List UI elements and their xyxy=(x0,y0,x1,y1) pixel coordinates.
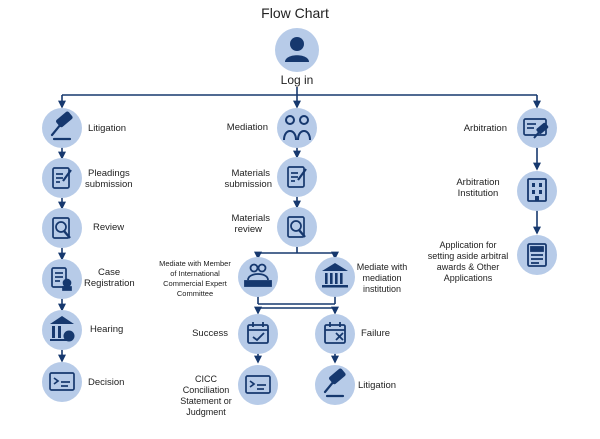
node-decision: Decision xyxy=(42,362,124,402)
node-label: Materials xyxy=(231,213,270,224)
courthouse-icon xyxy=(50,316,75,342)
user-icon xyxy=(285,37,309,62)
certificate-icon xyxy=(49,372,75,391)
gavel-icon xyxy=(50,111,73,141)
node-label: Conciliation xyxy=(183,385,230,395)
node-label: review xyxy=(235,224,263,235)
node-pleadings: Pleadings submission xyxy=(42,158,133,198)
node-label: Hearing xyxy=(90,324,123,335)
node-label: setting aside arbitral xyxy=(428,251,509,261)
node-label: Review xyxy=(93,222,124,233)
node-label: CICC xyxy=(195,374,217,384)
node-label: mediation xyxy=(362,273,401,283)
node-label: Success xyxy=(192,328,228,339)
node-mediation-litigation: Litigation xyxy=(315,365,396,405)
node-materials-submission: Materials submission xyxy=(224,157,317,197)
node-litigation: Litigation xyxy=(42,108,126,148)
registration-icon xyxy=(51,267,72,291)
node-arbitration: Arbitration xyxy=(464,108,557,148)
node-label: Committee xyxy=(177,289,213,298)
node-label: Mediate with xyxy=(357,262,408,272)
document-edit-icon xyxy=(52,167,72,189)
node-login: Log in xyxy=(275,28,319,87)
node-label: Registration xyxy=(84,278,135,289)
node-label: submission xyxy=(85,179,133,190)
handshake-people-icon xyxy=(283,115,311,141)
certificate-icon xyxy=(245,375,271,394)
node-mediation: Mediation xyxy=(227,108,317,148)
node-label: Failure xyxy=(361,328,390,339)
gavel-icon xyxy=(323,368,346,398)
node-label: Materials xyxy=(231,168,270,179)
node-expert-committee: Mediate with Member of International Com… xyxy=(159,257,278,298)
node-label: awards & Other xyxy=(437,262,500,272)
node-label: Litigation xyxy=(358,380,396,391)
node-review: Review xyxy=(42,208,124,248)
node-label: Log in xyxy=(281,73,314,87)
arbitration-icon xyxy=(523,118,549,139)
node-label: Statement or xyxy=(180,396,232,406)
node-label: Decision xyxy=(88,377,124,388)
calendar-check-icon xyxy=(247,322,269,344)
node-label: Litigation xyxy=(88,123,126,134)
node-label: submission xyxy=(224,179,272,190)
node-success: Success xyxy=(192,314,278,354)
node-materials-review: Materials review xyxy=(231,207,317,247)
committee-icon xyxy=(244,263,272,287)
node-arbitral-application: Application for setting aside arbitral a… xyxy=(428,235,557,283)
node-label: Institution xyxy=(458,188,499,199)
building-icon xyxy=(527,178,547,202)
calendar-cross-icon xyxy=(324,322,346,344)
node-cicc-conciliation: CICC Conciliation Statement or Judgment xyxy=(180,365,278,417)
node-arbitration-institution: Arbitration Institution xyxy=(456,171,557,211)
connectors xyxy=(58,87,541,364)
node-label: Case xyxy=(98,267,120,278)
form-icon xyxy=(527,243,547,267)
node-label: Applications xyxy=(444,273,493,283)
chart-title: Flow Chart xyxy=(261,5,329,21)
node-label: Arbitration xyxy=(464,123,507,134)
node-hearing: Hearing xyxy=(42,310,123,350)
node-label: Arbitration xyxy=(456,177,499,188)
node-label: of International xyxy=(170,269,220,278)
node-label: Judgment xyxy=(186,407,226,417)
node-label: institution xyxy=(363,284,401,294)
institution-icon xyxy=(322,263,348,288)
node-label: Commercial Expert xyxy=(163,279,228,288)
magnifier-icon xyxy=(52,217,71,239)
node-label: Mediate with Member xyxy=(159,259,231,268)
node-mediation-institution: Mediate with mediation institution xyxy=(315,257,407,297)
document-edit-icon xyxy=(287,166,307,188)
node-case-registration: Case Registration xyxy=(42,259,135,299)
node-label: Application for xyxy=(439,240,496,250)
magnifier-icon xyxy=(287,216,306,238)
node-label: Pleadings xyxy=(88,168,130,179)
node-label: Mediation xyxy=(227,122,268,133)
node-failure: Failure xyxy=(315,314,390,354)
